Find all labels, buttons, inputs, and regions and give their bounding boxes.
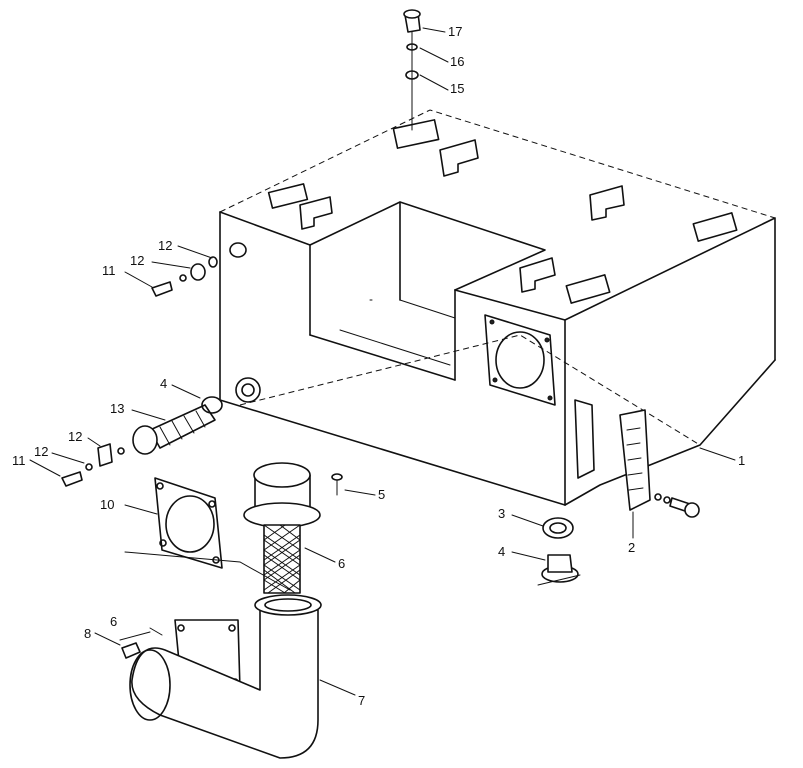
callout-12-d: 12: [34, 444, 48, 459]
callout-12-b: 12: [130, 253, 144, 268]
elbow-pipe: [119, 594, 322, 759]
gauge-bolt: [654, 493, 700, 518]
callout-10: 10: [100, 497, 114, 512]
return-filter: [243, 462, 321, 594]
callout-12-c: 12: [68, 429, 82, 444]
callout-5: 5: [378, 487, 385, 502]
callout-4-a: 4: [160, 376, 167, 391]
tank-body: [219, 109, 776, 506]
callout-3: 3: [498, 506, 505, 521]
callout-12-a: 12: [158, 238, 172, 253]
callout-6-a: 6: [338, 556, 345, 571]
callout-11-a: 11: [102, 263, 116, 278]
callout-numbers: 17 16 15 12 12 11 4 13 12 12 11 10 5 6 3…: [12, 24, 745, 708]
sight-gauge: [574, 399, 651, 539]
callout-2: 2: [628, 540, 635, 555]
callout-4-b: 4: [498, 544, 505, 559]
tank-drain-boss: [235, 377, 261, 403]
tank-side-port: [484, 314, 556, 406]
callout-17: 17: [448, 24, 462, 39]
callout-16: 16: [450, 54, 464, 69]
callout-7: 7: [358, 693, 365, 708]
filter-screw: [331, 473, 343, 496]
breather-assembly: [403, 9, 421, 131]
upper-left-fittings: [151, 242, 247, 297]
suction-strainer: [61, 396, 223, 487]
callout-1: 1: [738, 453, 745, 468]
callout-13: 13: [110, 401, 124, 416]
callout-6-b: 6: [110, 614, 117, 629]
flange-plate: [154, 477, 223, 569]
callout-15: 15: [450, 81, 464, 96]
callout-11-b: 11: [12, 453, 26, 468]
leader-lines: [29, 27, 736, 696]
drain-gasket-and-plug: [537, 517, 581, 586]
tank-mounting-pads: [267, 119, 738, 304]
callout-8: 8: [84, 626, 91, 641]
